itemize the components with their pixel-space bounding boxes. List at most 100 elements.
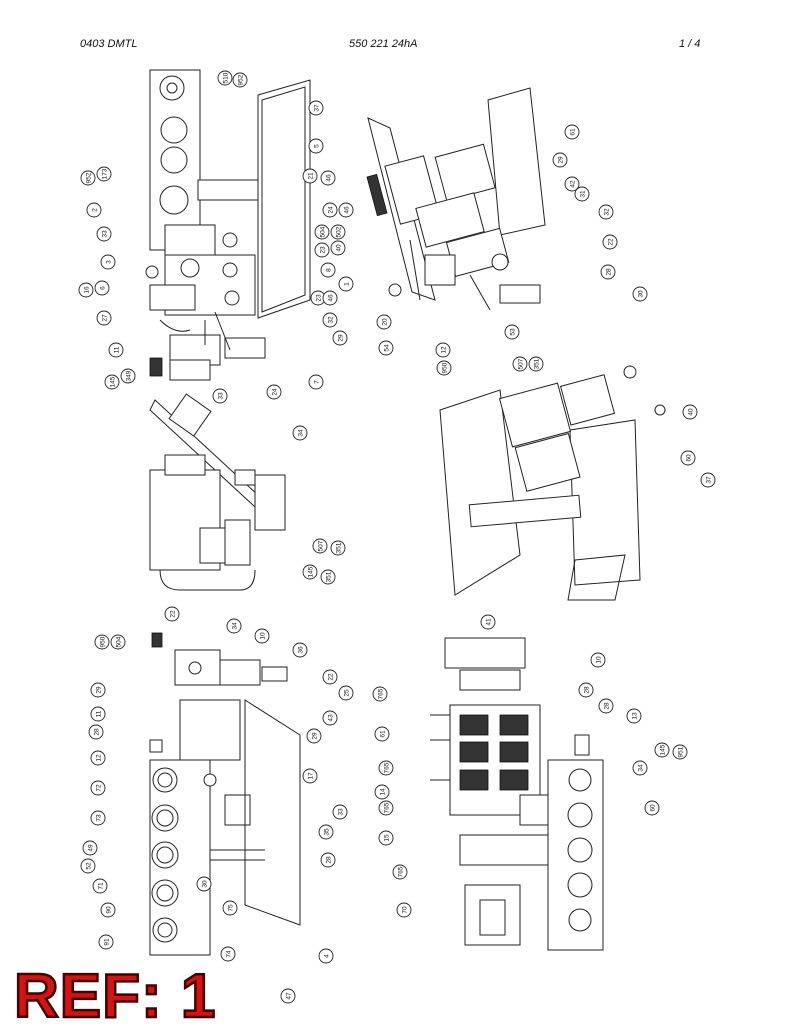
view-middle-right-artwork	[439, 365, 666, 601]
callout-bubble	[320, 170, 336, 186]
callout-bubble	[80, 858, 96, 874]
callout-bubble	[220, 946, 236, 962]
callout-bubble	[266, 384, 282, 400]
reference-label: REF: 1	[13, 962, 217, 1031]
callout-bubble	[318, 824, 334, 840]
callout-number: 29	[557, 156, 564, 164]
callout-number: 52	[85, 862, 92, 870]
callout-bubble	[90, 750, 106, 766]
callout-number: 952	[85, 172, 92, 183]
callout-bubble	[372, 686, 388, 702]
callout-bubble	[108, 342, 124, 358]
callout-bubble	[320, 569, 336, 585]
callout-number: 43	[327, 714, 334, 722]
callout-number: 507	[517, 358, 524, 369]
callout-number: 40	[335, 244, 342, 252]
callout-bubble	[90, 780, 106, 796]
callout-bubble	[480, 614, 496, 630]
callout-bubble	[376, 314, 392, 330]
header-page-number: 1 / 4	[679, 38, 701, 50]
callout-number: 28	[605, 268, 612, 276]
callout-bubble	[104, 374, 120, 390]
callout-number: 2	[91, 208, 98, 212]
callout-number: 54	[383, 344, 390, 352]
callout-number: 23	[319, 246, 326, 254]
callout-number: 29	[95, 686, 102, 694]
callout-bubble	[564, 176, 580, 192]
callout-number: 34	[637, 764, 644, 772]
callout-number: 28	[583, 686, 590, 694]
callout-bubble	[308, 100, 324, 116]
callout-number: 145	[659, 744, 666, 755]
callout-number: 145	[307, 566, 314, 577]
callout-bubble	[322, 290, 338, 306]
callout-number: 13	[631, 712, 638, 720]
callout-number: 28	[93, 728, 100, 736]
callout-number: 34	[231, 622, 238, 630]
callout-bubble	[552, 152, 568, 168]
callout-number: 952	[237, 74, 244, 85]
callout-bubble	[226, 618, 242, 634]
callout-bubble	[90, 706, 106, 722]
callout-bubble	[82, 840, 98, 856]
callout-bubble	[120, 368, 136, 384]
callout-number: 349	[125, 370, 132, 381]
callout-number: 30	[637, 290, 644, 298]
callout-bubble	[306, 728, 322, 744]
view-top-right-artwork	[366, 87, 546, 311]
callout-bubble	[88, 724, 104, 740]
callout-number: 4	[323, 954, 330, 958]
callout-number: 765	[397, 866, 404, 877]
callout-number: 504	[319, 226, 326, 237]
callout-number: 22	[169, 610, 176, 618]
callout-number: 173	[101, 168, 108, 179]
callout-bubble	[100, 902, 116, 918]
callout-number: 22	[607, 238, 614, 246]
callout-bubble	[314, 224, 330, 240]
callout-bubble	[682, 404, 698, 420]
callout-number: 33	[101, 230, 108, 238]
callout-bubble	[574, 186, 590, 202]
callout-bubble	[308, 138, 324, 154]
callout-bubble	[378, 760, 394, 776]
callout-number: 29	[337, 334, 344, 342]
callout-bubble	[322, 202, 338, 218]
callout-bubble	[378, 830, 394, 846]
callout-number: 46	[343, 206, 350, 214]
callout-number: 24	[271, 388, 278, 396]
callout-bubble	[528, 356, 544, 372]
callout-bubble	[80, 170, 96, 186]
callout-bubble	[330, 540, 346, 556]
callout-number: 91	[103, 938, 110, 946]
callout-bubble	[338, 685, 354, 701]
callout-number: 15	[383, 834, 390, 842]
callout-bubble	[322, 669, 338, 685]
callout-bubble	[680, 450, 696, 466]
callout-bubble	[598, 698, 614, 714]
callout-number: 41	[485, 618, 492, 626]
callout-bubble	[96, 310, 112, 326]
callout-number: 510	[222, 72, 229, 83]
header-left: 0403 DMTL	[80, 38, 138, 50]
callout-bubble	[222, 900, 238, 916]
callout-bubble	[96, 226, 112, 242]
view-top-left-artwork	[145, 69, 311, 381]
callout-number: 24	[327, 206, 334, 214]
callout-bubble	[254, 628, 270, 644]
callout-number: 33	[337, 808, 344, 816]
callout-bubble	[92, 878, 108, 894]
callout-bubble	[314, 242, 330, 258]
callout-bubble	[320, 262, 336, 278]
view-bottom-right-artwork	[430, 637, 604, 951]
callout-number: 17	[307, 772, 314, 780]
callout-number: 27	[101, 314, 108, 322]
callout-number: 70	[401, 906, 408, 914]
callout-bubble	[232, 72, 248, 88]
callout-number: 7	[313, 380, 320, 384]
callout-number: 75	[227, 904, 234, 912]
callout-bubble	[338, 276, 354, 292]
callout-bubble	[110, 634, 126, 650]
callout-bubble	[435, 342, 451, 358]
callout-bubble	[632, 286, 648, 302]
